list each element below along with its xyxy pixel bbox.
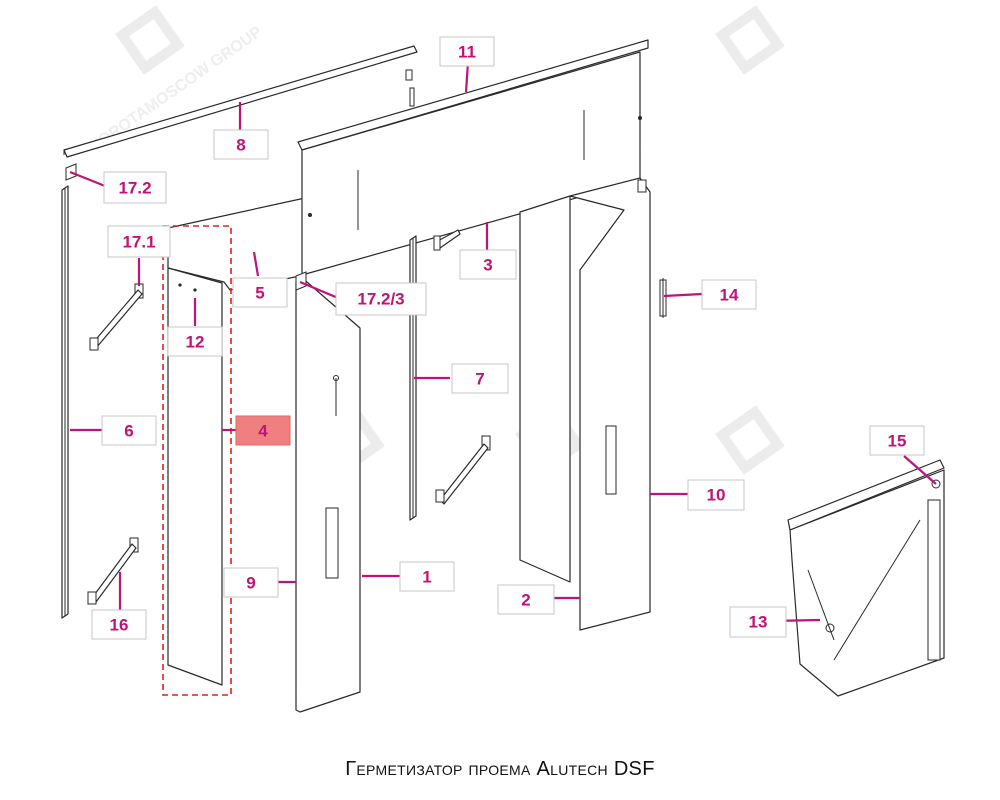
svg-text:16: 16 [110,616,129,635]
svg-text:11: 11 [458,43,476,62]
label-2: 2 [497,584,555,615]
svg-text:3: 3 [483,256,492,275]
svg-text:5: 5 [255,284,264,303]
label-15: 15 [869,425,925,456]
part-4-side-panel [167,197,306,686]
part-6-left-profile [61,163,77,619]
svg-text:2: 2 [521,591,530,610]
svg-text:10: 10 [707,486,726,505]
svg-text:9: 9 [246,574,255,593]
label-13: 13 [729,606,787,638]
label-14: 14 [701,279,757,310]
svg-text:7: 7 [475,370,484,389]
diagram-caption: Герметизатор проема Alutech DSF [345,758,655,780]
svg-text:13: 13 [749,613,768,632]
leaders [69,61,937,623]
label-17-1: 17.1 [107,225,171,258]
label-3: 3 [459,249,517,280]
svg-text:17.1: 17.1 [122,233,155,252]
part-1-front-panel [295,271,361,713]
label-11: 11 [439,36,495,67]
svg-text:6: 6 [124,422,133,441]
part-14-handle [659,278,667,318]
svg-text:17.2: 17.2 [118,179,151,198]
label-12: 12 [167,326,223,357]
label-7: 7 [451,363,509,394]
label-17-2-3: 17.2/3 [335,282,427,316]
detail-inset-13-15 [787,459,945,697]
label-5: 5 [232,277,288,308]
part-8-top-rail [63,45,418,158]
part-11-header-panel [297,39,649,276]
label-10: 10 [687,479,745,511]
part-10-right-panel [519,177,651,631]
svg-text:12: 12 [186,333,205,352]
svg-text:4: 4 [258,422,268,441]
svg-text:17.2/3: 17.2/3 [357,290,404,309]
svg-text:14: 14 [720,286,739,305]
svg-text:15: 15 [888,432,907,451]
label-1: 1 [399,561,455,592]
part-3-bracket [433,229,461,251]
part-17-1-brace [89,283,144,351]
label-9: 9 [223,567,279,598]
highlight-dashed-box [162,225,232,696]
label-6: 6 [101,415,157,446]
part-16-brace [87,537,139,605]
label-17-2: 17.2 [103,171,167,204]
label-4: 4 [235,415,291,446]
label-8: 8 [213,129,269,160]
label-16: 16 [91,609,147,640]
svg-text:8: 8 [236,136,245,155]
svg-text:1: 1 [422,568,431,587]
